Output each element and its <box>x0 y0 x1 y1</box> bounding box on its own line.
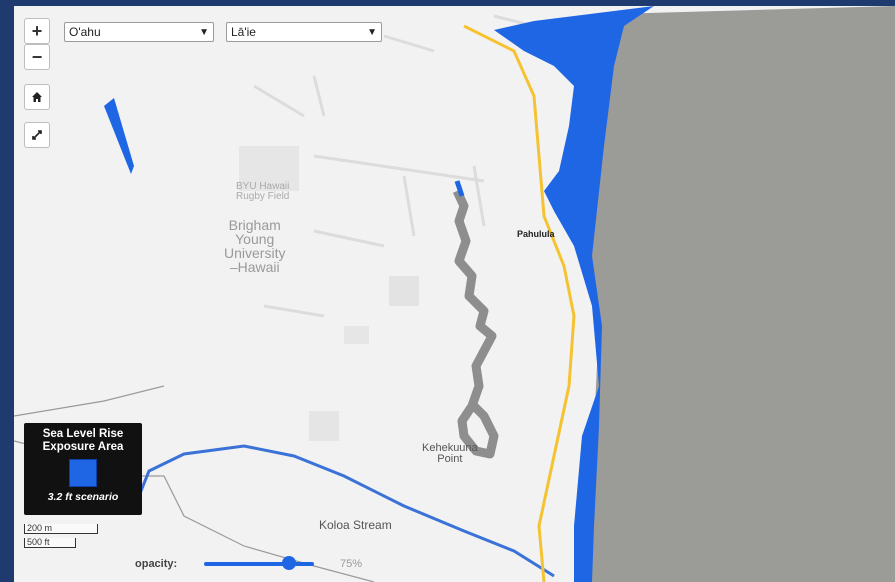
map-view[interactable]: BYU Hawaii Rugby Field Brigham Young Uni… <box>14 6 895 582</box>
home-button[interactable] <box>24 84 50 110</box>
stream-channel <box>452 189 499 459</box>
opacity-slider[interactable] <box>204 562 314 566</box>
place-label: Pahulula <box>517 229 555 239</box>
building-block <box>344 326 369 344</box>
area-select-value: Lā'ie <box>231 25 256 39</box>
scale-metric: 200 m <box>24 524 98 534</box>
zoom-out-button[interactable]: − <box>24 44 50 70</box>
zoom-in-button[interactable]: + <box>24 18 50 44</box>
island-select[interactable]: O'ahu ▼ <box>64 22 214 42</box>
university-label: Brigham Young University –Hawaii <box>224 217 286 275</box>
home-icon <box>32 92 42 102</box>
building-block <box>389 276 419 306</box>
campus-block <box>239 146 299 191</box>
opacity-slider-thumb[interactable] <box>282 556 296 570</box>
flood-area-coast <box>494 6 654 582</box>
ocean <box>584 6 895 582</box>
legend-scenario: 3.2 ft scenario <box>47 491 119 503</box>
area-select[interactable]: Lā'ie ▼ <box>226 22 382 42</box>
chevron-down-icon: ▼ <box>367 26 377 38</box>
scale-imperial: 500 ft <box>24 538 76 548</box>
point-label: Kehekuuna Point <box>422 442 478 465</box>
locate-button[interactable] <box>24 122 50 148</box>
chevron-down-icon: ▼ <box>199 26 209 38</box>
map-canvas <box>14 6 895 582</box>
island-select-value: O'ahu <box>69 25 101 39</box>
highway <box>463 24 576 582</box>
legend-swatch <box>69 459 97 487</box>
stream-label: Koloa Stream <box>319 518 392 532</box>
flood-area-stream <box>104 98 134 174</box>
koloa-stream <box>137 444 555 578</box>
rugby-field-label: BYU Hawaii Rugby Field <box>236 181 290 202</box>
opacity-label: opacity: <box>135 558 178 570</box>
legend: Sea Level Rise Exposure Area 3.2 ft scen… <box>24 423 142 515</box>
locate-icon <box>32 130 42 140</box>
legend-title: Sea Level Rise Exposure Area <box>42 428 124 453</box>
opacity-value: 75% <box>340 558 363 570</box>
building-block <box>309 411 339 441</box>
